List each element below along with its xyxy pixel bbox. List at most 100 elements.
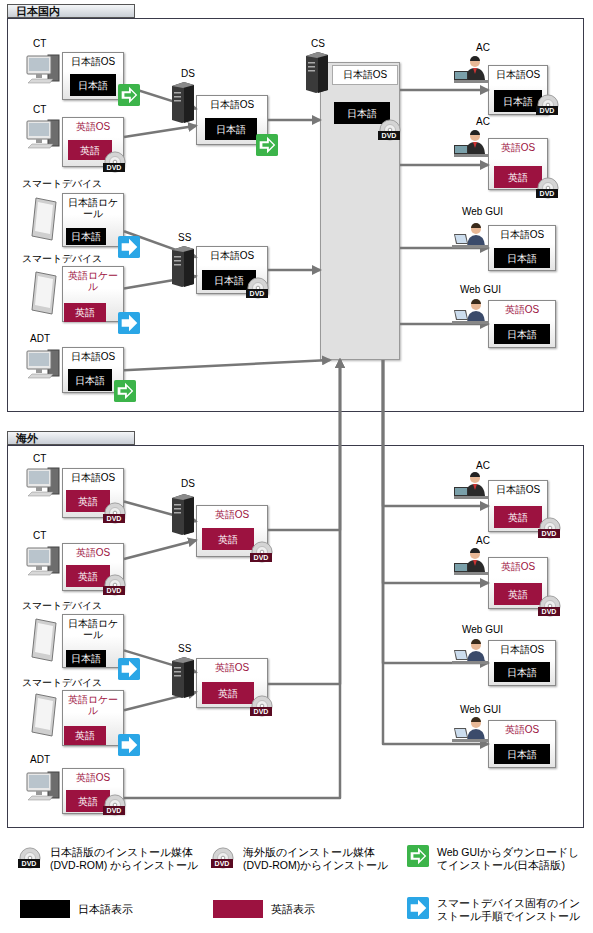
display-label: 英語: [75, 307, 95, 318]
system-box: AC英語OS英語: [488, 557, 548, 609]
media-tag: DVD: [250, 707, 272, 716]
region-title: 日本国内: [7, 4, 135, 18]
node-text: 英語OS: [197, 659, 267, 673]
media-tag: DVD: [103, 586, 125, 595]
node-text: 日本語ロケール: [63, 615, 123, 640]
media-tag: DVD: [246, 289, 268, 298]
display-language-box: 英語: [494, 506, 542, 528]
node-heading: スマートデバイス: [22, 178, 102, 190]
display-language-box: 日本語: [68, 369, 112, 391]
flow-arrow: [124, 360, 340, 798]
display-label: 日本語: [78, 80, 108, 91]
system-box: Web GUI日本語OS日本語: [488, 225, 556, 271]
display-label: 日本語: [507, 667, 537, 678]
display-language-box: 日本語: [334, 102, 390, 124]
node-heading: CT: [33, 38, 46, 50]
system-box: スマートデバイス日本語ロケール日本語: [62, 614, 124, 668]
display-language-box: 日本語: [66, 228, 106, 245]
legend-swatch: [213, 900, 263, 918]
server-icon: [172, 52, 328, 698]
node-text: 日本語OS: [489, 66, 547, 80]
node-text: 日本語OS: [332, 65, 398, 85]
media-tag: DVD: [538, 607, 560, 616]
flow-arrow: [400, 164, 488, 167]
display-label: 日本語: [507, 329, 537, 340]
media-tag: DVD: [538, 529, 560, 538]
node-heading: ADT: [30, 754, 50, 766]
flow-arrow: [383, 360, 488, 744]
node-heading: AC: [476, 460, 490, 472]
flow-arrow: [383, 360, 488, 663]
legend-swatch: [20, 900, 70, 918]
system-box: CT日本語OS日本語: [62, 52, 124, 100]
display-label: 英語: [508, 512, 528, 523]
media-tag: DVD: [378, 131, 400, 140]
node-text: 日本語ロケール: [63, 194, 123, 219]
dvd-disc-icon: [20, 95, 560, 868]
node-text: 英語OS: [489, 139, 547, 153]
system-box: スマートデバイス英語ロケール英語: [62, 266, 124, 322]
legend-text: 日本語版のインストール媒体(DVD-ROM) からインストール: [50, 846, 200, 872]
flow-arrow: [383, 360, 488, 583]
node-heading: SS: [178, 643, 191, 655]
display-label: 英語: [75, 730, 95, 741]
display-language-box: 英語: [494, 166, 542, 188]
node-text: 英語OS: [197, 506, 267, 520]
region-title: 海外: [7, 431, 135, 445]
display-language-box: 英語: [202, 682, 254, 704]
node-text: 英語OS: [489, 558, 547, 572]
node-heading: スマートデバイス: [22, 253, 102, 265]
system-box: AC英語OS英語: [488, 138, 548, 190]
node-text: 日本語OS: [489, 481, 547, 495]
display-label: 英語: [78, 496, 98, 507]
display-language-box: 日本語: [494, 90, 542, 112]
system-box: Web GUI英語OS日本語: [488, 300, 556, 348]
display-label: 日本語: [71, 231, 101, 242]
node-text: 日本語OS: [63, 348, 123, 362]
display-label: 日本語: [71, 653, 101, 664]
display-label: 英語: [78, 571, 98, 582]
node-heading: Web GUI: [462, 624, 503, 636]
node-heading: CT: [33, 453, 46, 465]
node-text: 英語OS: [489, 721, 555, 735]
display-language-box: 英語: [64, 726, 106, 745]
node-text: 英語OS: [63, 118, 123, 132]
display-language-box: 日本語: [66, 650, 106, 667]
system-box: Web GUI日本語OS日本語: [488, 640, 556, 686]
system-box: スマートデバイス英語ロケール英語: [62, 690, 124, 746]
download-icon: [114, 84, 429, 867]
smart-device-icon: [32, 198, 56, 736]
flow-arrow: [268, 360, 340, 684]
display-label: 日本語: [214, 275, 244, 286]
legend-text: 日本語表示: [78, 903, 198, 916]
node-text: 日本語OS: [489, 226, 555, 240]
flow-arrow: [124, 540, 196, 559]
legend-text: Web GUIからダウンロードしてインストール(日本語版): [437, 846, 587, 872]
display-label: 英語: [80, 145, 100, 156]
node-heading: CT: [33, 104, 46, 116]
media-tag: DVD: [103, 806, 125, 815]
legend-text: スマートデバイス固有のインストール手順でインストール: [437, 897, 587, 923]
media-tag: DVD: [536, 106, 558, 115]
node-text: 日本語OS: [63, 469, 123, 483]
display-label: 日本語: [503, 96, 533, 107]
flow-arrow: [124, 360, 330, 370]
node-heading: Web GUI: [462, 206, 503, 218]
display-language-box: 英語: [202, 528, 254, 550]
media-tag: DVD: [536, 189, 558, 198]
node-text: 英語OS: [63, 769, 123, 783]
node-text: 英語ロケール: [63, 267, 123, 292]
node-heading: AC: [476, 42, 490, 54]
node-text: 英語OS: [489, 301, 555, 315]
flow-arrow: [268, 119, 320, 122]
node-heading: スマートデバイス: [22, 600, 102, 612]
media-tag: DVD: [103, 514, 125, 523]
flow-arrow: [400, 89, 488, 92]
display-label: 日本語: [75, 375, 105, 386]
web-user-icon: [452, 223, 488, 742]
computer-icon: [27, 55, 59, 800]
node-text: 日本語OS: [489, 641, 555, 655]
